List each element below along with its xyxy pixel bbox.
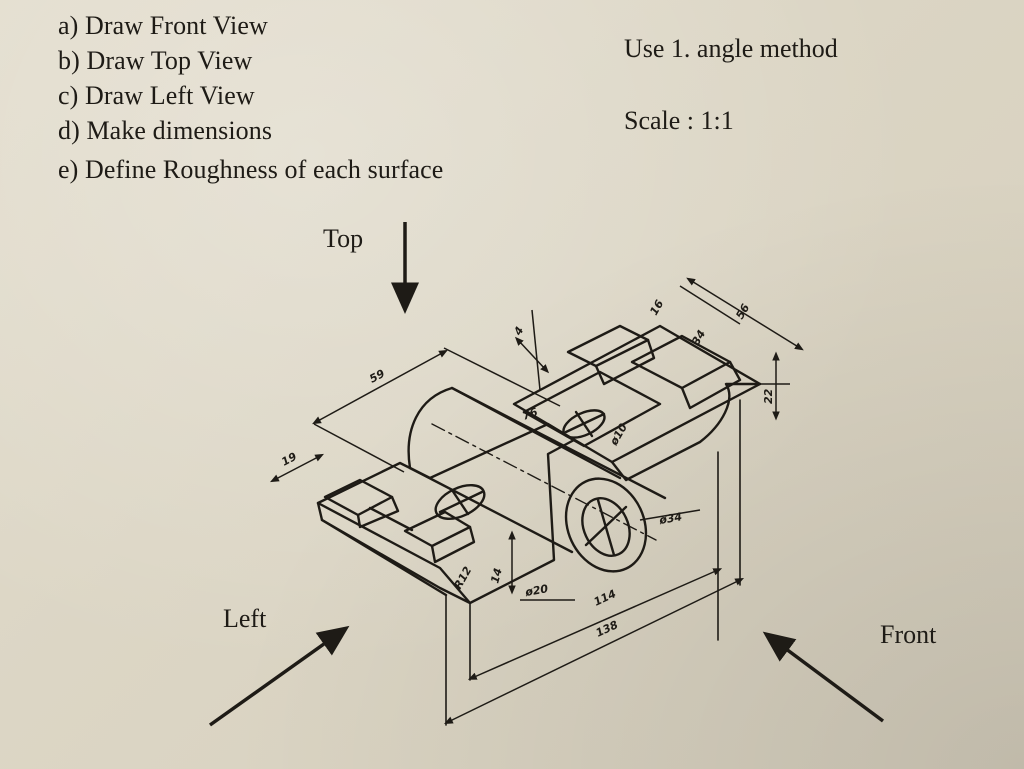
view-direction-arrows [208, 222, 885, 727]
dim-114: 114 [592, 587, 618, 608]
dim-22: 22 [762, 388, 775, 404]
dim-d20: ø20 [523, 582, 549, 599]
instruction-item: c) Draw Left View [58, 81, 255, 110]
left-arrow [208, 625, 350, 727]
dim-76: 76 [521, 405, 540, 423]
left-plate-hole [434, 484, 486, 520]
instruction-item: a) Draw Front View [58, 11, 268, 40]
dimension-lines [270, 277, 804, 724]
dim-line-19 [270, 453, 324, 483]
dim-line-114 [467, 568, 723, 680]
dim-16: 16 [647, 297, 666, 317]
cylinder-bore [581, 497, 631, 557]
right-block-step2-side [680, 360, 742, 410]
dim-d34: ø34 [657, 510, 683, 527]
dim-59: 59 [367, 367, 387, 386]
instruction-item: e) Define Roughness of each surface [58, 155, 444, 184]
top-view-label: Top [323, 224, 364, 253]
projection-method-note: Use 1. angle method [624, 34, 838, 63]
left-plate-bottom [320, 518, 448, 597]
left-slot-inner [356, 495, 400, 529]
instruction-item: b) Draw Top View [58, 46, 253, 75]
dim-line-59 [312, 349, 448, 425]
dim-138: 138 [594, 618, 621, 640]
dim-line-4 [514, 336, 550, 374]
dim-4: 4 [511, 324, 527, 338]
left-slot [323, 478, 394, 517]
center-line [431, 423, 657, 541]
left-face-edge [368, 506, 414, 532]
dim-14: 14 [488, 567, 505, 585]
leader-d34 [639, 509, 701, 521]
right-block-step-side [594, 338, 656, 386]
left-view-label: Left [223, 604, 267, 633]
front-view-label: Front [880, 620, 937, 649]
front-arrow [762, 631, 885, 723]
dim-d10: ø10 [607, 421, 630, 448]
instruction-list: a) Draw Front View b) Draw Top View c) D… [58, 8, 443, 187]
dim-r12: R12 [451, 564, 474, 591]
left-step-side [430, 525, 476, 564]
cylinder-bottom-line [408, 466, 574, 554]
cylinder-top-line [450, 386, 667, 500]
dim-line-56 [686, 277, 804, 351]
dim-line-138 [443, 578, 745, 724]
right-block-front [610, 382, 762, 482]
dim-56: 56 [733, 301, 752, 321]
scale-note: Scale : 1:1 [624, 106, 734, 135]
dim-19: 19 [279, 450, 299, 469]
instruction-item: d) Make dimensions [58, 116, 273, 145]
